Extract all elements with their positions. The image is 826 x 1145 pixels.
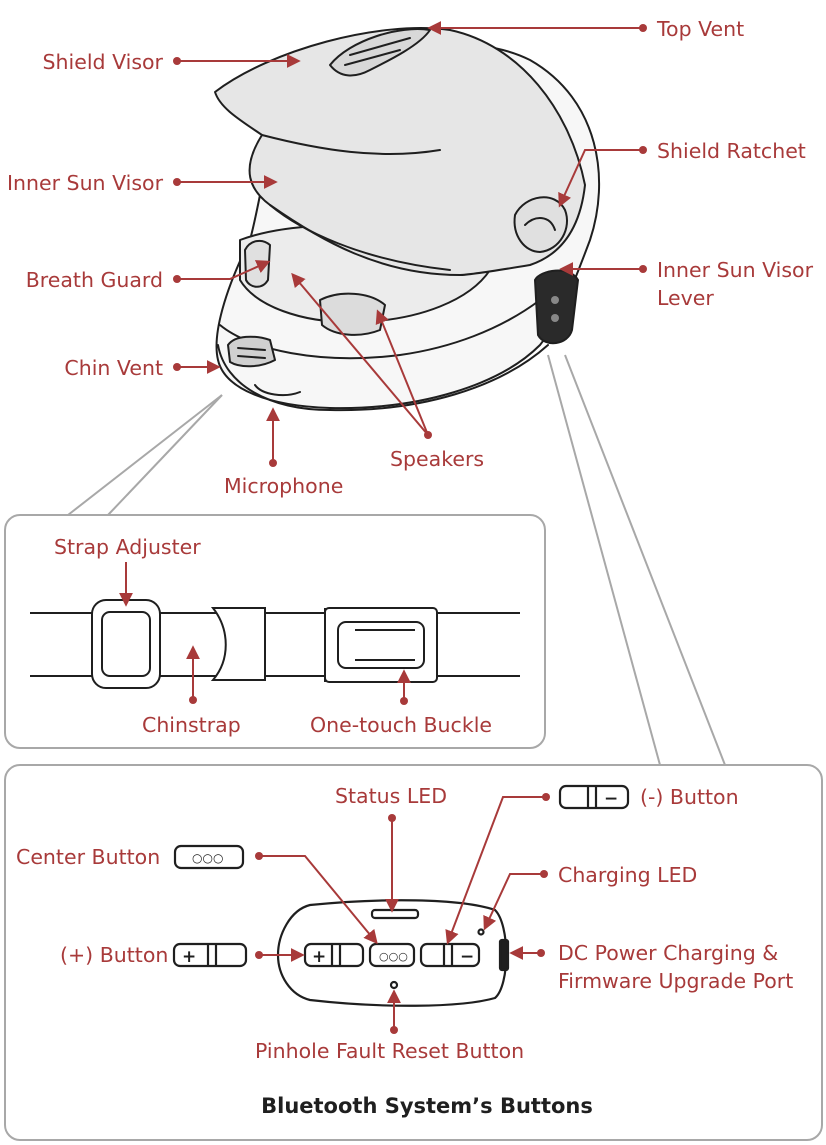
shield-visor: [214, 27, 586, 276]
label-dc-port-2: Firmware Upgrade Port: [558, 969, 793, 993]
bluetooth-unit-on-helmet: [534, 269, 579, 345]
label-top-vent: Top Vent: [656, 17, 744, 41]
legend-minus-button: [558, 784, 630, 810]
callout-lines: [67, 354, 726, 766]
label-charging-led: Charging LED: [558, 863, 697, 887]
label-breath-guard: Breath Guard: [26, 268, 163, 292]
legend-icons: − ○○○ +: [172, 784, 630, 968]
chin-bar: [217, 344, 549, 412]
labels: Top Vent Shield Visor Shield Ratchet Inn…: [7, 17, 814, 1063]
label-shield-visor: Shield Visor: [43, 50, 164, 74]
one-touch-buckle-shape: [324, 607, 438, 683]
bt-plus-glyph: +: [312, 947, 326, 967]
top-vent-shape: [329, 28, 431, 77]
label-chin-vent: Chin Vent: [64, 356, 163, 380]
label-strap-adjuster: Strap Adjuster: [54, 535, 201, 559]
chin-vent-shape: [227, 335, 276, 368]
shield-ratchet-shape: [513, 196, 568, 253]
bt-minus-glyph: −: [460, 947, 474, 967]
label-inner-sun-visor: Inner Sun Visor: [7, 171, 164, 195]
label-minus-button: (-) Button: [640, 785, 739, 809]
legend-plus-button: [172, 942, 248, 968]
bt-center-glyph: ○○○: [379, 950, 408, 963]
chinstrap-panel: [4, 514, 546, 749]
microphone-shape: [254, 384, 301, 397]
chinstrap-illustration: [30, 599, 520, 689]
legend-plus-glyph: +: [182, 947, 196, 967]
label-center-button: Center Button: [16, 845, 160, 869]
pinhole-shape: [389, 980, 399, 990]
label-microphone: Microphone: [224, 474, 343, 498]
label-pinhole-reset: Pinhole Fault Reset Button: [255, 1039, 524, 1063]
label-dc-port-1: DC Power Charging &: [558, 941, 778, 965]
label-status-led: Status LED: [335, 784, 447, 808]
bt-unit-illustration: + ○○○ −: [276, 899, 510, 1007]
charging-led-shape: [477, 928, 485, 936]
label-chinstrap: Chinstrap: [142, 713, 241, 737]
bt-plus-button: [303, 942, 365, 968]
legend-center-glyph: ○○○: [192, 851, 223, 865]
label-inner-sun-visor-lever-2: Lever: [657, 286, 714, 310]
dc-port-shape: [498, 938, 510, 972]
label-speakers: Speakers: [390, 447, 484, 471]
label-shield-ratchet: Shield Ratchet: [657, 139, 806, 163]
leader-lines: [119, 21, 647, 1034]
legend-center-button: [173, 844, 245, 870]
label-one-touch-buckle: One-touch Buckle: [310, 713, 492, 737]
helmet-illustration: [214, 27, 601, 412]
bt-center-button: [368, 942, 416, 968]
caption: Bluetooth System’s Buttons: [261, 1094, 593, 1118]
legend-minus-glyph: −: [604, 789, 618, 809]
label-plus-button: (+) Button: [60, 943, 168, 967]
label-inner-sun-visor-lever-1: Inner Sun Visor: [657, 258, 814, 282]
